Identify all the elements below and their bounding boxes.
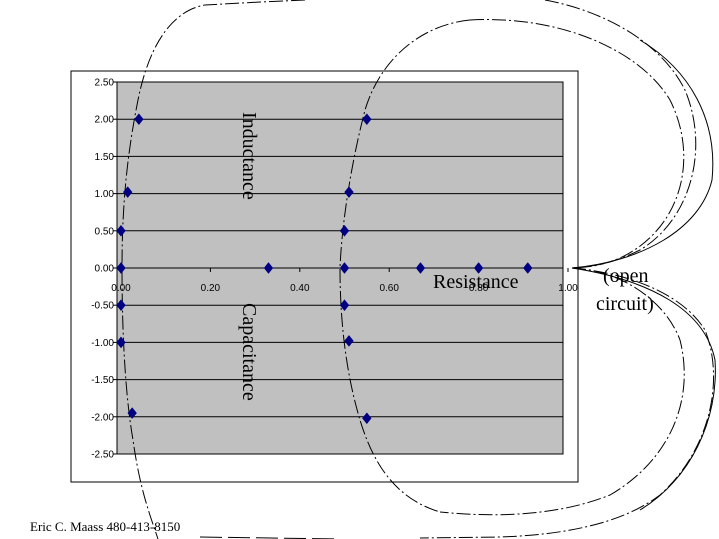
x-tick-label: 0.80 (469, 283, 489, 294)
data-point (116, 299, 126, 312)
outer-circle-top-right (544, 0, 697, 269)
data-point (116, 336, 126, 349)
y-tick-label: -2.50 (91, 450, 114, 461)
data-point (362, 113, 372, 126)
x-tick-label: 0.00 (111, 283, 131, 294)
inner-right-arc (571, 39, 714, 269)
y-tick-label: -1.00 (91, 338, 114, 349)
author-credit: Eric C. Maass 480-413-8150 (30, 519, 180, 534)
data-point (523, 262, 533, 274)
x-axis-tick-labels: 0.00 0.20 0.40 0.60 0.80 1.00 (111, 268, 578, 294)
resistance-label: Resistance (433, 271, 519, 293)
y-tick-label: 2.00 (95, 115, 115, 126)
y-tick-label: 0.50 (95, 226, 115, 237)
constant-resistance-circles (121, 0, 716, 539)
y-tick-label: 1.00 (95, 189, 115, 200)
data-point (339, 262, 350, 274)
x-tick-label: 1.00 (558, 283, 578, 294)
outer-circle-curve (121, 0, 306, 539)
x-tick-label: 0.20 (201, 283, 221, 294)
inductance-label: Inductance (238, 112, 260, 200)
open-circuit-label-line2: circuit) (596, 293, 654, 315)
data-point (127, 407, 137, 419)
y-tick-label: 1.50 (95, 152, 115, 163)
data-point (344, 186, 354, 199)
y-tick-label: 2.50 (95, 78, 115, 89)
x-tick-label: 0.60 (379, 283, 399, 294)
data-point (134, 113, 144, 126)
data-point (415, 262, 426, 274)
x-tick-label: 0.40 (290, 283, 310, 294)
data-point (116, 224, 126, 237)
data-point (339, 299, 350, 312)
data-point (339, 224, 350, 237)
outer-circle-bottom-right (419, 267, 715, 539)
data-point (344, 335, 354, 347)
open-circuit-label-line1: (open (603, 265, 649, 287)
data-point (116, 262, 126, 274)
capacitance-label: Capacitance (238, 303, 260, 401)
inner-circle-curve (339, 19, 471, 513)
y-tick-label: -0.50 (91, 301, 114, 312)
data-point (473, 262, 484, 274)
data-point (263, 262, 274, 274)
outer-right-arc (571, 267, 716, 511)
y-tick-label: 0.00 (95, 264, 115, 275)
data-point (362, 412, 372, 425)
data-point (122, 186, 133, 199)
y-tick-label: -2.00 (91, 412, 114, 423)
y-tick-label: -1.50 (91, 375, 114, 386)
data-points (116, 113, 533, 425)
inner-circle-bottom-right (439, 267, 685, 516)
y-axis-tick-labels: 2.50 2.00 1.50 1.00 0.50 0.00 -0.50 -1.00 -1.50 -… (91, 78, 117, 461)
